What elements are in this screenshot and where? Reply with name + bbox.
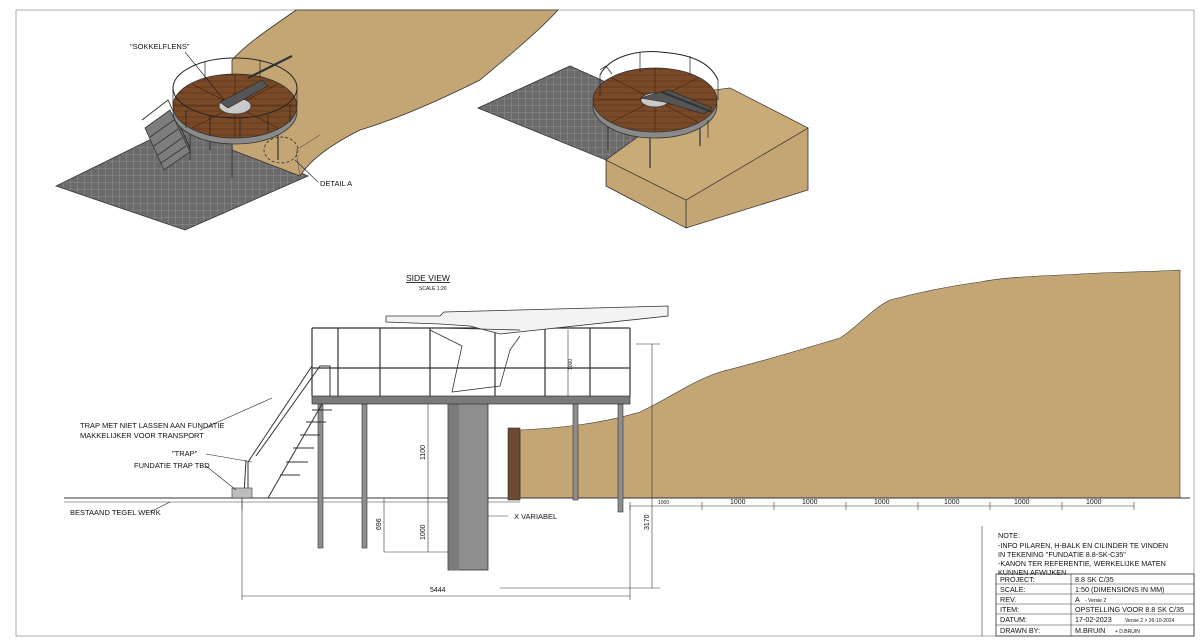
dune-left — [231, 9, 559, 177]
x-variabel-label: X VARIABEL — [514, 512, 557, 521]
ground-dim-4: 1000 — [874, 499, 890, 506]
cannon-side — [385, 305, 669, 393]
platform-railing — [311, 327, 631, 396]
cannon-right — [639, 89, 713, 115]
tb-datum-label: DATUM: — [1000, 615, 1027, 624]
ground-dim-2: 1000 — [730, 499, 746, 506]
tb-project-value: 8.8 SK C/35 — [1075, 575, 1114, 584]
tb-drawn-note: + D.BRUIN — [1115, 629, 1140, 635]
title-block: PROJECT: 8.8 SK C/35 SCALE: 1:50 (DIMENS… — [995, 573, 1195, 637]
wood-post — [507, 427, 521, 501]
tb-item-value: OPSTELLING VOOR 8.8 SK C/35 — [1075, 605, 1184, 614]
dim-1000-lower: 1000 — [420, 524, 427, 540]
dim-1000-rail: 1000 — [568, 359, 574, 370]
tb-drawn-label: DRAWN BY: — [1000, 626, 1040, 635]
note-line-4: KUNNEN AFWIJKEN — [998, 568, 1066, 577]
ground-dim-5: 1000 — [944, 499, 960, 506]
tb-datum-note: Versie 2 > 26-10-2024 — [1125, 618, 1175, 624]
note-title: NOTE: — [998, 531, 1020, 540]
ground-spacing-dims — [629, 502, 1135, 510]
trap-note-line2: MAKKELIJKER VOOR TRANSPORT — [80, 431, 204, 440]
side-view-scale: SCALE 1:20 — [419, 286, 447, 292]
dimension-lines — [241, 330, 660, 600]
dim-1100: 1100 — [420, 445, 427, 460]
sheet-border — [15, 9, 1195, 637]
detail-a-label: DETAIL A — [320, 179, 352, 188]
dim-696: 696 — [376, 518, 383, 530]
tb-datum-value: 17-02-2023 — [1075, 615, 1112, 624]
platform-deck — [311, 395, 631, 405]
note-line-2: IN TEKENING "FUNDATIE 8.8-SK-C35" — [998, 550, 1126, 559]
cannon-left — [219, 55, 293, 109]
tegel-werk-label: BESTAAND TEGEL WERK — [70, 508, 161, 517]
ground-dim-6: 1000 — [1014, 499, 1030, 506]
trap-label: "TRAP" — [172, 449, 198, 458]
tb-drawn-value: M.BRUIN — [1075, 626, 1105, 635]
note-block: NOTE: -INFO PILAREN, H-BALK EN CILINDER … — [981, 526, 1168, 636]
detail-a-circle — [263, 136, 299, 164]
dune-profile — [519, 269, 1181, 499]
dim-5444: 5444 — [430, 587, 446, 594]
dim-3170: 3170 — [644, 514, 651, 530]
sokkelflens-label: "SOKKELFLENS" — [130, 42, 190, 51]
fundatie-trap-label: FUNDATIE TRAP TBD — [134, 461, 210, 470]
side-view-title: SIDE VIEW — [406, 273, 450, 283]
ground-dim-1: 1000 — [658, 500, 669, 506]
tb-item-label: ITEM: — [1000, 605, 1019, 614]
note-line-3: -KANON TER REFERENTIE, WERKELIJKE MATEN — [998, 559, 1166, 568]
side-stairs — [243, 364, 332, 499]
ground-dim-7: 1000 — [1086, 499, 1102, 506]
tb-project-label: PROJECT: — [1000, 575, 1035, 584]
stairs-left — [141, 99, 191, 171]
iso-view-left: DETAIL A "SOKKELFLENS" — [54, 9, 559, 231]
trap-note-line1: TRAP MET NIET LASSEN AAN FUNDATIE — [80, 421, 224, 430]
tb-rev-value: A — [1075, 595, 1080, 604]
ground-dim-3: 1000 — [802, 499, 818, 506]
tb-scale-value: 1:50 (DIMENSIONS IN MM) — [1075, 585, 1164, 594]
iso-view-right — [476, 51, 809, 229]
tb-rev-note: - Versie 2 — [1085, 598, 1106, 604]
note-line-1: -INFO PILAREN, H-BALK EN CILINDER TE VIN… — [998, 541, 1168, 550]
tb-scale-label: SCALE: — [1000, 585, 1026, 594]
tb-rev-label: REV. — [1000, 595, 1016, 604]
